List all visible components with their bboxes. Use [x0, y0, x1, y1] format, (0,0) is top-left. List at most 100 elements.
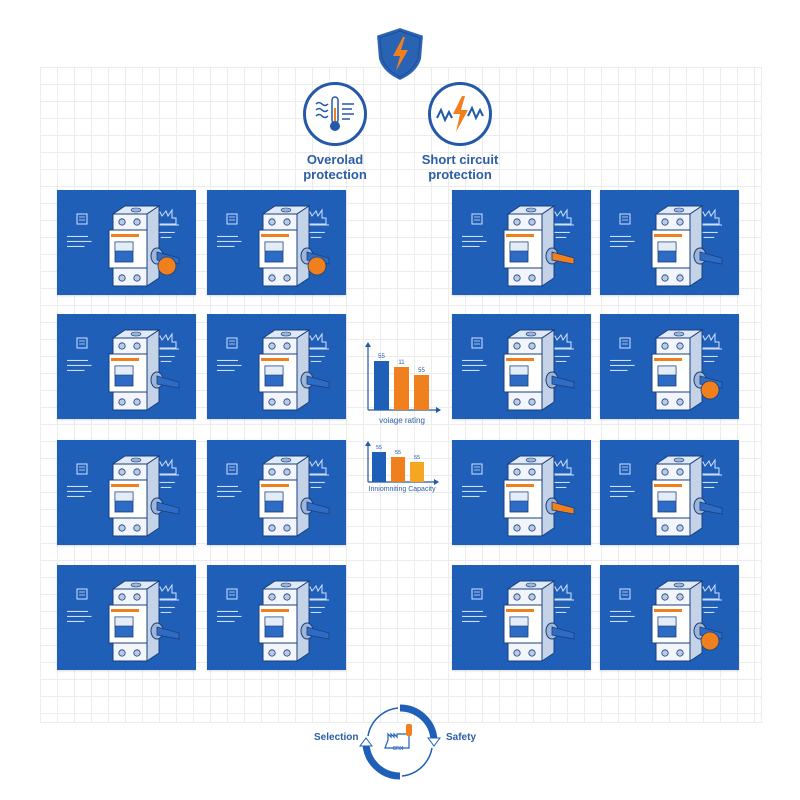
- breaker-card-r1c4: ▬▬▬▬▬▬▬▬▬▬▬▬▬▬▬▬▬▬ ▬▬▬▬▬▬▬▬: [600, 190, 739, 295]
- circuit-breaker-illustration: [651, 455, 723, 537]
- bar-label: 55: [395, 450, 401, 456]
- snowflake-icon: [76, 337, 88, 349]
- card-right-caption: ▬▬▬▬▬▬▬▬: [552, 354, 570, 363]
- grid-icon: [619, 588, 631, 600]
- card-left-caption: ▬▬▬▬▬▬▬▬▬▬▬▬▬▬▬▬▬▬: [462, 484, 487, 498]
- tower-icon: [471, 463, 483, 475]
- breaker-card-r3c1: ▬▬▬▬▬▬▬▬▬▬▬▬▬▬▬▬▬▬ ▬▬▬▬▬▬▬▬: [57, 440, 196, 545]
- feature-short-circuit-protection: Short circuit protection: [395, 82, 525, 182]
- thermometer-icon: [303, 82, 367, 146]
- circuit-breaker-illustration: [651, 329, 723, 411]
- breaker-card-r2c2: ▬▬▬▬▬▬▬▬▬▬▬▬▬▬▬▬▬▬ ▬▬▬▬▬▬▬▬: [207, 314, 346, 419]
- circuit-breaker-illustration: [651, 205, 723, 287]
- factory-plug-icon: [384, 724, 412, 749]
- house-icon: [226, 337, 238, 349]
- circuit-breaker-illustration: [503, 455, 575, 537]
- grid-icon: [471, 337, 483, 349]
- feature-label-line1: Short circuit: [421, 152, 499, 167]
- card-right-caption: ▬▬▬▬▬▬▬▬: [307, 230, 325, 239]
- card-left-caption: ▬▬▬▬▬▬▬▬▬▬▬▬▬▬▬▬▬▬: [462, 234, 487, 248]
- feature-label-line1: Overolad: [306, 152, 364, 167]
- circuit-breaker-illustration: [108, 329, 180, 411]
- card-left-caption: ▬▬▬▬▬▬▬▬▬▬▬▬▬▬▬▬▬▬: [67, 484, 92, 498]
- circuit-breaker-illustration: [503, 580, 575, 662]
- cycle-arrows-icon: cnx: [359, 704, 441, 780]
- bar-label: 55: [418, 368, 425, 374]
- card-left-caption: ▬▬▬▬▬▬▬▬▬▬▬▬▬▬▬▬▬▬: [217, 484, 242, 498]
- card-right-caption: ▬▬▬▬▬▬▬▬: [307, 354, 325, 363]
- card-left-caption: ▬▬▬▬▬▬▬▬▬▬▬▬▬▬▬▬▬▬: [67, 234, 92, 248]
- bar-label: 55: [414, 455, 420, 461]
- breaker-card-r3c2: ▬▬▬▬▬▬▬▬▬▬▬▬▬▬▬▬▬▬ ▬▬▬▬▬▬▬▬: [207, 440, 346, 545]
- grid-icon: [471, 213, 483, 225]
- card-right-caption: ▬▬▬▬▬▬▬▬: [157, 605, 175, 614]
- card-right-caption: ▬▬▬▬▬▬▬▬: [700, 480, 718, 489]
- breaker-card-r4c4: ▬▬▬▬▬▬▬▬▬▬▬▬▬▬▬▬▬▬ ▬▬▬▬▬▬▬▬: [600, 565, 739, 670]
- grid-icon: [76, 588, 88, 600]
- document-icon: [76, 213, 88, 225]
- breaker-card-r1c2: ▬▬▬▬▬▬▬▬▬▬▬▬▬▬▬▬▬▬ ▬▬▬▬▬▬▬▬: [207, 190, 346, 295]
- chart-caption: voiage rating: [379, 416, 425, 425]
- grid-icon: [471, 588, 483, 600]
- bar-label: 55: [378, 354, 385, 360]
- shield-lightning-icon: [374, 25, 426, 83]
- card-right-caption: ▬▬▬▬▬▬▬▬: [700, 605, 718, 614]
- interrupting-capacity-chart: 55 55 55 Inniomniting Capacity: [362, 440, 442, 493]
- card-left-caption: ▬▬▬▬▬▬▬▬▬▬▬▬▬▬▬▬▬▬: [67, 358, 92, 372]
- breaker-card-r2c4: ▬▬▬▬▬▬▬▬▬▬▬▬▬▬▬▬▬▬ ▬▬▬▬▬▬▬▬: [600, 314, 739, 419]
- feature-label-line2: protection: [303, 167, 367, 182]
- cycle-center-text: cnx: [393, 745, 404, 752]
- card-left-caption: ▬▬▬▬▬▬▬▬▬▬▬▬▬▬▬▬▬▬: [610, 234, 635, 248]
- breaker-card-r4c3: ▬▬▬▬▬▬▬▬▬▬▬▬▬▬▬▬▬▬ ▬▬▬▬▬▬▬▬: [452, 565, 591, 670]
- card-right-caption: ▬▬▬▬▬▬▬▬: [307, 480, 325, 489]
- card-right-caption: ▬▬▬▬▬▬▬▬: [157, 230, 175, 239]
- card-left-caption: ▬▬▬▬▬▬▬▬▬▬▬▬▬▬▬▬▬▬: [462, 609, 487, 623]
- card-left-caption: ▬▬▬▬▬▬▬▬▬▬▬▬▬▬▬▬▬▬: [217, 358, 242, 372]
- breaker-card-r1c1: ▬▬▬▬▬▬▬▬▬▬▬▬▬▬▬▬▬▬ ▬▬▬▬▬▬▬▬: [57, 190, 196, 295]
- tower-icon: [76, 463, 88, 475]
- circuit-breaker-illustration: [503, 205, 575, 287]
- card-right-caption: ▬▬▬▬▬▬▬▬: [157, 480, 175, 489]
- circuit-breaker-illustration: [108, 455, 180, 537]
- breaker-card-r4c1: ▬▬▬▬▬▬▬▬▬▬▬▬▬▬▬▬▬▬ ▬▬▬▬▬▬▬▬: [57, 565, 196, 670]
- breaker-card-r1c3: ▬▬▬▬▬▬▬▬▬▬▬▬▬▬▬▬▬▬ ▬▬▬▬▬▬▬▬: [452, 190, 591, 295]
- circuit-breaker-illustration: [258, 455, 330, 537]
- circuit-breaker-illustration: [258, 580, 330, 662]
- card-right-caption: ▬▬▬▬▬▬▬▬: [700, 354, 718, 363]
- card-right-caption: ▬▬▬▬▬▬▬▬: [700, 230, 718, 239]
- breaker-card-r3c4: ▬▬▬▬▬▬▬▬▬▬▬▬▬▬▬▬▬▬ ▬▬▬▬▬▬▬▬: [600, 440, 739, 545]
- breaker-card-r2c1: ▬▬▬▬▬▬▬▬▬▬▬▬▬▬▬▬▬▬ ▬▬▬▬▬▬▬▬: [57, 314, 196, 419]
- circuit-breaker-illustration: [108, 580, 180, 662]
- bar-label: 55: [376, 445, 382, 451]
- card-left-caption: ▬▬▬▬▬▬▬▬▬▬▬▬▬▬▬▬▬▬: [217, 609, 242, 623]
- tower-icon: [226, 463, 238, 475]
- card-left-caption: ▬▬▬▬▬▬▬▬▬▬▬▬▬▬▬▬▬▬: [610, 358, 635, 372]
- card-right-caption: ▬▬▬▬▬▬▬▬: [157, 354, 175, 363]
- cycle-label-selection: Selection: [314, 732, 359, 743]
- chart-caption: Inniomniting Capacity: [368, 486, 436, 493]
- house-icon: [226, 588, 238, 600]
- card-left-caption: ▬▬▬▬▬▬▬▬▬▬▬▬▬▬▬▬▬▬: [610, 609, 635, 623]
- card-left-caption: ▬▬▬▬▬▬▬▬▬▬▬▬▬▬▬▬▬▬: [67, 609, 92, 623]
- circuit-breaker-illustration: [108, 205, 180, 287]
- card-left-caption: ▬▬▬▬▬▬▬▬▬▬▬▬▬▬▬▬▬▬: [462, 358, 487, 372]
- card-right-caption: ▬▬▬▬▬▬▬▬: [552, 230, 570, 239]
- circuit-breaker-illustration: [503, 329, 575, 411]
- circuit-breaker-illustration: [651, 580, 723, 662]
- document-icon: [619, 213, 631, 225]
- breaker-card-r2c3: ▬▬▬▬▬▬▬▬▬▬▬▬▬▬▬▬▬▬ ▬▬▬▬▬▬▬▬: [452, 314, 591, 419]
- gear-icon: [619, 337, 631, 349]
- card-right-caption: ▬▬▬▬▬▬▬▬: [552, 605, 570, 614]
- circuit-breaker-illustration: [258, 329, 330, 411]
- lightning-zigzag-icon: [428, 82, 492, 146]
- voltage-rating-chart: 55 11 55 voiage rating: [362, 340, 442, 425]
- card-right-caption: ▬▬▬▬▬▬▬▬: [307, 605, 325, 614]
- card-left-caption: ▬▬▬▬▬▬▬▬▬▬▬▬▬▬▬▬▬▬: [217, 234, 242, 248]
- card-left-caption: ▬▬▬▬▬▬▬▬▬▬▬▬▬▬▬▬▬▬: [610, 484, 635, 498]
- cycle-label-safety: Safety: [446, 732, 477, 743]
- grid-icon: [619, 463, 631, 475]
- breaker-card-r4c2: ▬▬▬▬▬▬▬▬▬▬▬▬▬▬▬▬▬▬ ▬▬▬▬▬▬▬▬: [207, 565, 346, 670]
- feature-overload-protection: Overolad protection: [270, 82, 400, 182]
- bar-label: 11: [398, 360, 405, 366]
- document-icon: [226, 213, 238, 225]
